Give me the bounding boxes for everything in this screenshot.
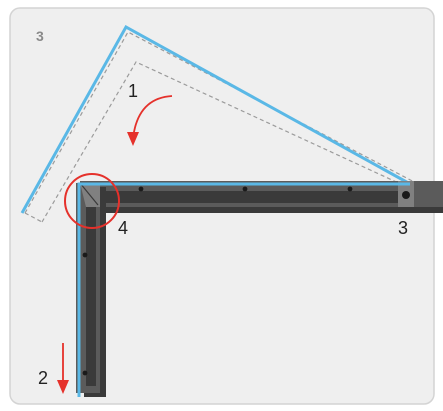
horizontal-profile xyxy=(80,181,443,213)
slide-down-arrowhead xyxy=(57,380,69,394)
step-label-pivot: 3 xyxy=(398,218,408,238)
vertical-profile-inner-face xyxy=(86,198,96,386)
horizontal-profile-inner-face xyxy=(95,191,399,203)
step-label-slide-down: 2 xyxy=(38,368,48,388)
horizontal-profile-extension xyxy=(410,181,443,207)
fastener-dot xyxy=(138,186,144,192)
ghost-profile-outline-inner xyxy=(41,61,419,223)
corner-figure-label: 3 xyxy=(36,28,44,44)
step-label-joint: 4 xyxy=(118,218,128,238)
ghost-blue-rail xyxy=(20,24,413,214)
endcap-bolt xyxy=(402,191,410,199)
joint-highlight-circle xyxy=(64,173,120,229)
rotation-arrowhead xyxy=(127,132,139,146)
fastener-dot xyxy=(82,370,88,376)
fastener-dot xyxy=(347,186,353,192)
rotation-arrow xyxy=(132,95,173,139)
step-label-rotate: 1 xyxy=(128,81,138,101)
fastener-dot xyxy=(242,186,248,192)
fastener-dot xyxy=(82,252,88,258)
ghost-profile-end-cap xyxy=(24,212,43,223)
mitre-seam xyxy=(79,182,99,206)
placed-blue-rail xyxy=(77,182,410,397)
